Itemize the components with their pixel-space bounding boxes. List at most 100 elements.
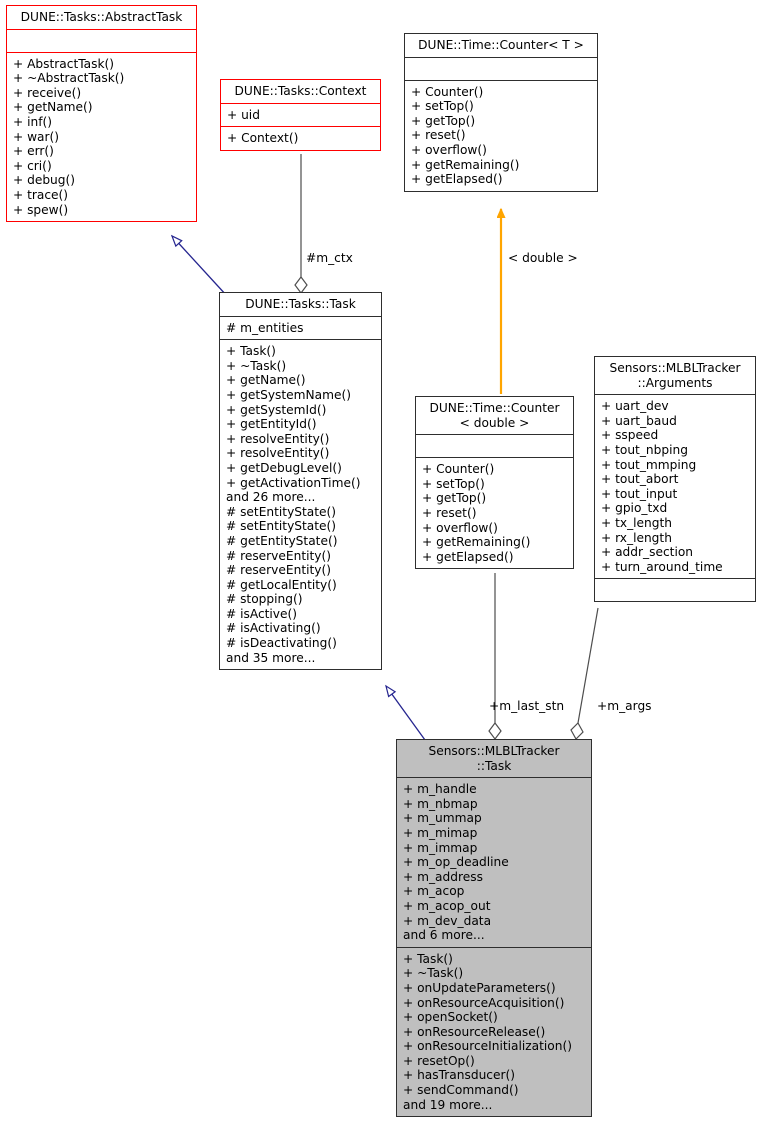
member-row: + getElapsed() [422, 549, 514, 564]
member-row: + m_ummap [403, 811, 482, 826]
operations-compartment-context: + Context() [221, 127, 380, 150]
member-row: + getTop() [422, 491, 487, 506]
member-row: + ~AbstractTask() [13, 71, 125, 86]
member-row: + getRemaining() [422, 535, 531, 550]
edge-label-m-args: +m_args [597, 699, 652, 713]
member-row: + receive() [13, 85, 82, 100]
class-title-context: DUNE::Tasks::Context [234, 84, 367, 98]
member-row: + tout_input [601, 486, 678, 501]
member-row: + ~Task() [403, 966, 464, 981]
member-row: # isDeactivating() [226, 636, 337, 651]
member-row: + onUpdateParameters() [403, 980, 556, 995]
edge-aggregation-m-ctx [294, 154, 308, 294]
class-title-abstract-task: DUNE::Tasks::AbstractTask [20, 10, 183, 24]
divider [595, 394, 755, 396]
member-row: + Task() [226, 344, 276, 359]
attributes-compartment-tasks-task: # m_entities [220, 317, 381, 340]
member-row: + tout_abort [601, 472, 679, 487]
member-row: + sspeed [601, 428, 659, 443]
class-node-counter-double[interactable]: DUNE::Time::Counter < double > + Counter… [415, 396, 574, 570]
edge-inheritance-tasks-task [385, 684, 426, 741]
attributes-compartment-mlbl-task: + m_handle + m_nbmap + m_ummap + m_mimap… [397, 778, 591, 947]
member-row: + Counter() [422, 462, 495, 477]
member-row: + setTop() [411, 99, 474, 114]
divider [221, 102, 380, 104]
member-row: + tx_length [601, 515, 673, 530]
member-row: # reserveEntity() [226, 563, 331, 578]
member-row: + reset() [411, 128, 466, 143]
member-row: + getEntityId() [226, 417, 317, 432]
member-row: + ~Task() [226, 358, 287, 373]
member-row: + onResourceAcquisition() [403, 995, 565, 1010]
member-row: # setEntityState() [226, 504, 337, 519]
edge-aggregation-m-last-stn [488, 573, 502, 740]
member-row: + AbstractTask() [13, 56, 115, 71]
divider [397, 777, 591, 779]
member-row: + getSystemName() [226, 387, 352, 402]
attributes-compartment-counter-t [405, 58, 597, 80]
attributes-compartment-context: + uid [221, 104, 380, 127]
divider [7, 28, 196, 30]
member-row: # getEntityState() [226, 533, 338, 548]
class-node-tasks-task[interactable]: DUNE::Tasks::Task # m_entities + Task() … [219, 292, 382, 671]
member-row: + spew() [13, 202, 69, 217]
member-row: + m_nbmap [403, 796, 478, 811]
divider [416, 457, 573, 459]
member-row: + Task() [403, 951, 453, 966]
class-title-mlbl-arguments: Sensors::MLBLTracker ::Arguments [609, 361, 741, 390]
member-row: + addr_section [601, 545, 694, 560]
member-row: + resolveEntity() [226, 446, 330, 461]
member-row: + turn_around_time [601, 559, 723, 574]
member-row: + setTop() [422, 476, 485, 491]
member-row: # setEntityState() [226, 519, 337, 534]
member-row: + Counter() [411, 84, 484, 99]
class-node-mlbl-arguments[interactable]: Sensors::MLBLTracker ::Arguments + uart_… [594, 356, 756, 603]
member-row: + onResourceInitialization() [403, 1039, 572, 1054]
member-row: + reset() [422, 505, 477, 520]
class-node-abstract-task[interactable]: DUNE::Tasks::AbstractTask + AbstractTask… [6, 5, 197, 223]
class-node-mlbl-task[interactable]: Sensors::MLBLTracker ::Task + m_handle +… [396, 739, 592, 1118]
member-row: and 35 more... [226, 650, 316, 665]
member-row: + getName() [13, 100, 93, 115]
member-row: + uid [227, 107, 260, 122]
member-row: + openSocket() [403, 1010, 498, 1025]
class-node-counter-t[interactable]: DUNE::Time::Counter< T > + Counter() + s… [404, 33, 598, 192]
member-row: + m_op_deadline [403, 855, 509, 870]
edge-inheritance-abstracttask [170, 234, 228, 297]
member-row: # isActivating() [226, 621, 321, 636]
member-row: + getTop() [411, 113, 476, 128]
member-row: + m_dev_data [403, 913, 492, 928]
member-row: + tout_mmping [601, 457, 697, 472]
operations-compartment-counter-double: + Counter() + setTop() + getTop() + rese… [416, 458, 573, 568]
edge-label-m-last-stn: +m_last_stn [489, 699, 565, 713]
edge-label-m-ctx: #m_ctx [306, 251, 353, 265]
divider [416, 434, 573, 436]
member-row: + hasTransducer() [403, 1068, 516, 1083]
member-row: + gpio_txd [601, 501, 668, 516]
operations-compartment-abstract-task: + AbstractTask() + ~AbstractTask() + rec… [7, 53, 196, 222]
member-row: # isActive() [226, 606, 298, 621]
member-row: + getSystemId() [226, 402, 327, 417]
member-row: + uart_baud [601, 413, 677, 428]
member-row: + m_immap [403, 840, 478, 855]
member-row: + getDebugLevel() [226, 460, 342, 475]
member-row: + getActivationTime() [226, 475, 361, 490]
class-title-counter-double: DUNE::Time::Counter < double > [429, 401, 560, 430]
member-row: + m_acop [403, 884, 465, 899]
member-row: + war() [13, 129, 60, 144]
member-row: + trace() [13, 187, 69, 202]
edge-aggregation-m-args [570, 607, 599, 740]
divider [405, 79, 597, 81]
member-row: + Context() [227, 131, 299, 146]
member-row: + m_address [403, 869, 483, 884]
divider [595, 578, 755, 580]
operations-compartment-mlbl-task: + Task() + ~Task() + onUpdateParameters(… [397, 948, 591, 1117]
operations-compartment-tasks-task: + Task() + ~Task() + getName() + getSyst… [220, 340, 381, 669]
member-row: # reserveEntity() [226, 548, 331, 563]
member-row: + resolveEntity() [226, 431, 330, 446]
member-row: + resetOp() [403, 1053, 475, 1068]
edge-label-double: < double > [508, 251, 578, 265]
divider [220, 339, 381, 341]
class-node-context[interactable]: DUNE::Tasks::Context + uid + Context() [220, 79, 381, 151]
